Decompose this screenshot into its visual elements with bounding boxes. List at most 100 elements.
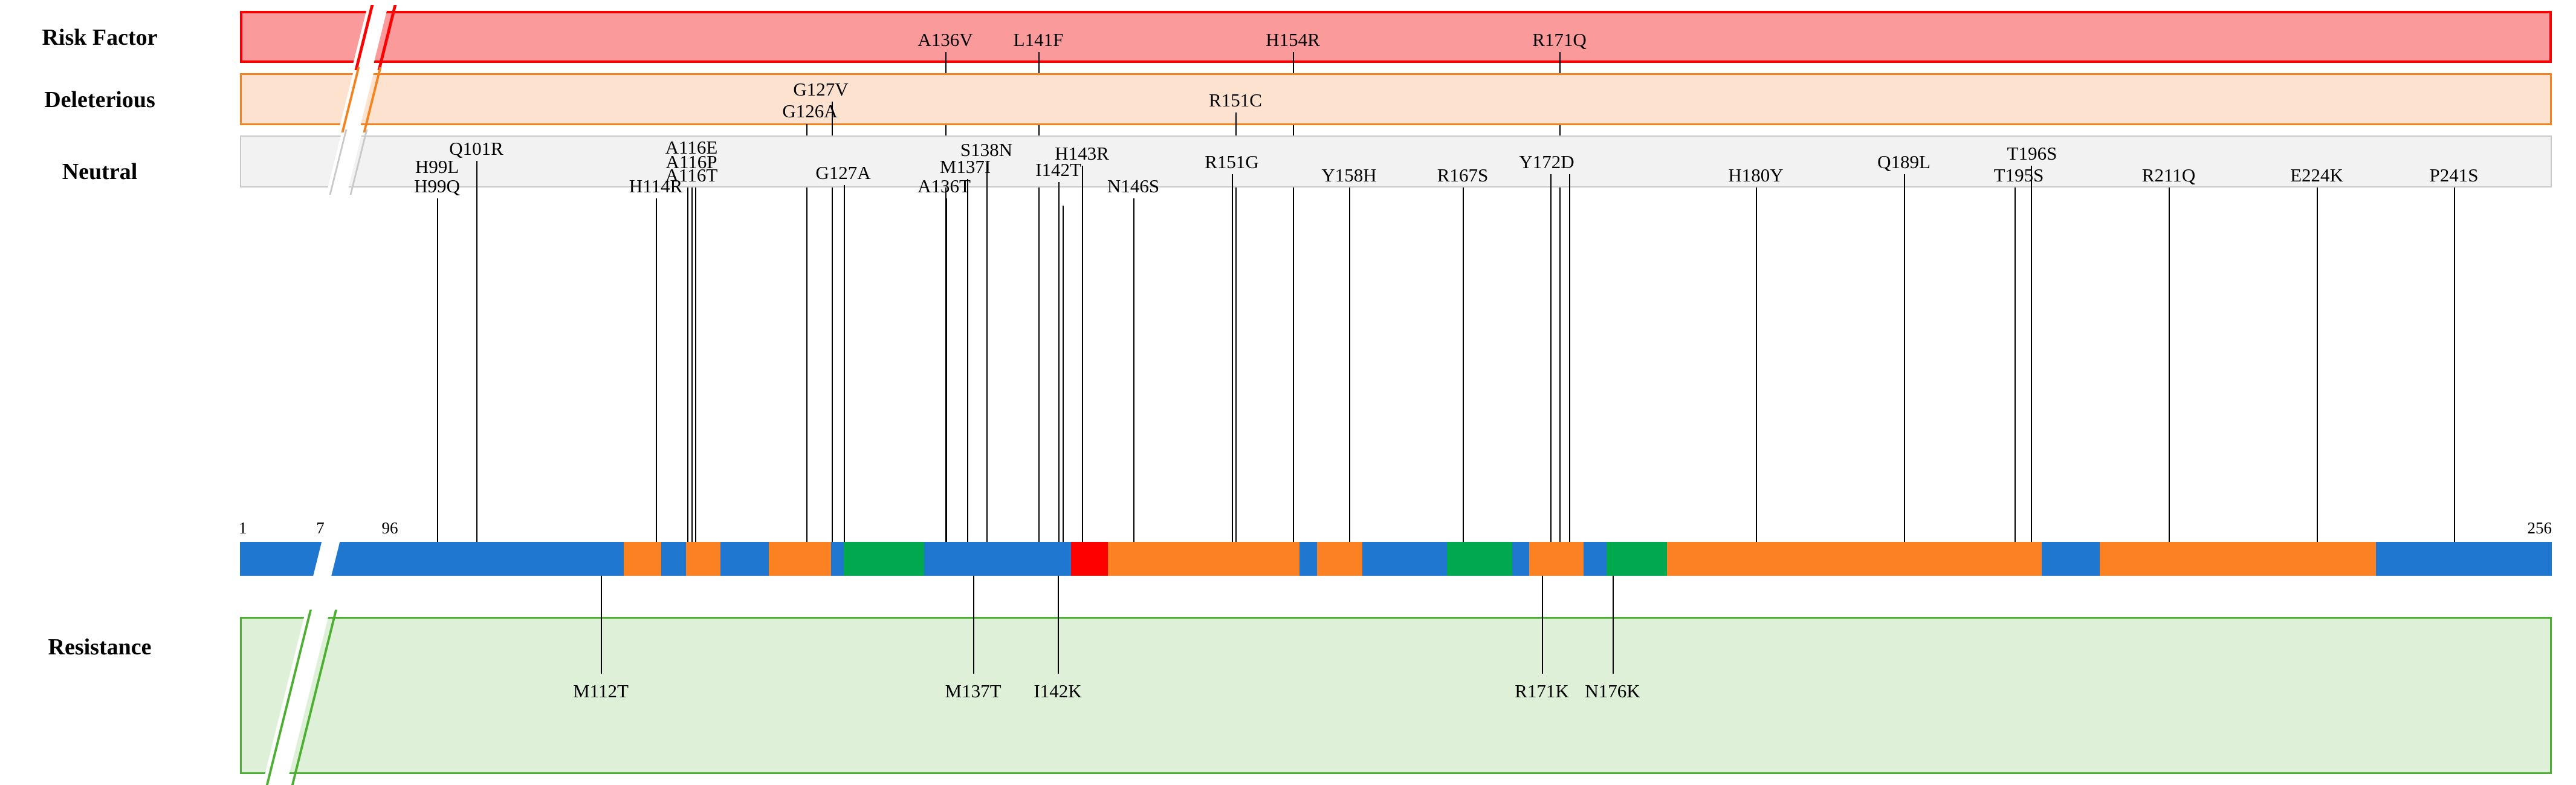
band-resistance [240, 617, 2552, 774]
axis-tick-7: 7 [316, 519, 325, 537]
leader-line-A116T [691, 187, 693, 542]
protein-segment [1512, 542, 1529, 576]
leader-line-Y172D-2nd [1569, 174, 1570, 542]
variant-label-N146S[interactable]: N146S [1107, 175, 1160, 197]
variant-label-Q101R[interactable]: Q101R [449, 138, 503, 159]
leader-line-L141F [1038, 52, 1040, 542]
protein-segment [661, 542, 686, 576]
variant-label-H99Q[interactable]: H99Q [414, 175, 460, 197]
leader-line-N176K [1613, 576, 1614, 674]
leader-line-H114R [656, 198, 657, 542]
leader-line-H143R-lower [1082, 206, 1083, 542]
leader-line-T196S-lower [2031, 212, 2032, 542]
variant-label-T195S[interactable]: T195S [1993, 164, 2044, 186]
leader-line-Q101R [476, 161, 477, 542]
protein-segment [1607, 542, 1667, 576]
leader-line-G127A [844, 185, 845, 542]
variant-label-E224K[interactable]: E224K [2290, 164, 2343, 186]
leader-line-I142T-lower [1063, 206, 1064, 542]
leader-line-S138N-lower [986, 198, 988, 542]
variant-label-R211Q[interactable]: R211Q [2141, 164, 2196, 186]
leader-line-A116E-tick [695, 187, 696, 542]
protein-segment [831, 542, 844, 576]
variant-label-I142T[interactable]: I142T [1035, 159, 1081, 180]
leader-line-Q189L [1904, 174, 1905, 542]
variant-label-Y158H[interactable]: Y158H [1321, 164, 1377, 186]
leader-line-R167S [1463, 187, 1464, 542]
variant-label-G126A[interactable]: G126A [782, 100, 838, 122]
variant-label-H143R[interactable]: H143R [1055, 143, 1109, 164]
axis-tick-256: 256 [2527, 519, 2552, 537]
leader-line-M112T [601, 576, 602, 674]
variant-label-P241S[interactable]: P241S [2429, 164, 2479, 186]
variant-label-G127A[interactable]: G127A [815, 162, 871, 183]
leader-line-R171Q [1559, 52, 1561, 542]
leader-line-R211Q [2169, 187, 2170, 542]
leader-line-M137T [973, 576, 974, 674]
category-label-deleterious: Deleterious [44, 87, 155, 112]
leader-line-H154R [1293, 52, 1294, 542]
protein-segment [686, 542, 720, 576]
protein-segment [1529, 542, 1584, 576]
leader-line-R151G [1232, 174, 1233, 542]
protein-segments [240, 542, 2552, 576]
protein-segment [1071, 542, 1108, 576]
band-risk-factor [240, 11, 2552, 63]
variant-label-L141F[interactable]: L141F [1013, 29, 1064, 50]
variant-label-A136T[interactable]: A136T [917, 175, 971, 197]
variant-label-R171K[interactable]: R171K [1515, 680, 1569, 702]
variant-label-T196S[interactable]: T196S [2007, 143, 2057, 164]
variant-label-M112T[interactable]: M112T [573, 680, 629, 702]
protein-segment [2376, 542, 2552, 576]
protein-segment [2100, 542, 2376, 576]
protein-segment [1108, 542, 1299, 576]
band-deleterious [240, 73, 2552, 125]
variant-label-I142K[interactable]: I142K [1034, 680, 1082, 702]
leader-line-H180Y [1756, 187, 1757, 542]
variant-label-A116T[interactable]: A116T [665, 164, 718, 186]
leader-line-A136T [946, 198, 947, 542]
variant-label-R151C[interactable]: R151C [1209, 90, 1262, 111]
variant-label-M137I[interactable]: M137I [939, 156, 991, 177]
protein-segment [1317, 542, 1362, 576]
protein-segment [624, 542, 661, 576]
variant-label-S138N[interactable]: S138N [960, 139, 1013, 160]
variant-label-R151G[interactable]: R151G [1205, 151, 1259, 172]
variant-label-M137T[interactable]: M137T [945, 680, 1002, 702]
protein-segment [240, 542, 624, 576]
leader-line-A116P-tick [687, 187, 688, 542]
category-label-risk-factor: Risk Factor [42, 25, 158, 50]
protein-segment [924, 542, 1071, 576]
variant-label-H154R[interactable]: H154R [1266, 29, 1320, 50]
variant-label-N176K[interactable]: N176K [1585, 680, 1640, 702]
protein-segment [769, 542, 831, 576]
leader-line-I142K [1058, 576, 1059, 674]
protein-segment [844, 542, 924, 576]
protein-segment [1667, 542, 2042, 576]
variant-label-R167S[interactable]: R167S [1437, 164, 1489, 186]
leader-line-M137I-lower [967, 198, 968, 542]
protein-segment [1299, 542, 1317, 576]
variant-label-G127V[interactable]: G127V [793, 79, 849, 100]
variant-label-A136V[interactable]: A136V [917, 29, 973, 50]
variant-label-A116E[interactable]: A116E [665, 137, 718, 158]
variant-label-Y172D[interactable]: Y172D [1519, 151, 1574, 172]
axis-tick-1: 1 [239, 519, 247, 537]
variant-label-Q189L[interactable]: Q189L [1877, 151, 1930, 172]
leader-line-E224K [2317, 187, 2318, 542]
leader-line-G127V-lower [832, 124, 833, 542]
variant-label-H114R[interactable]: H114R [629, 175, 683, 197]
protein-segment [1584, 542, 1607, 576]
leader-line-Y158H [1349, 187, 1350, 542]
variant-label-H180Y[interactable]: H180Y [1728, 164, 1784, 186]
protein-segment [2042, 542, 2100, 576]
variant-label-H99L[interactable]: H99L [415, 156, 459, 177]
leader-line-G126A [806, 124, 807, 542]
protein-segment [1447, 542, 1512, 576]
protein-domain-bar[interactable] [240, 542, 2552, 576]
leader-line-P241S [2454, 187, 2455, 542]
variant-label-A116P[interactable]: A116P [665, 151, 717, 172]
variant-label-R171Q[interactable]: R171Q [1532, 29, 1587, 50]
leader-line-R171K [1542, 576, 1543, 674]
